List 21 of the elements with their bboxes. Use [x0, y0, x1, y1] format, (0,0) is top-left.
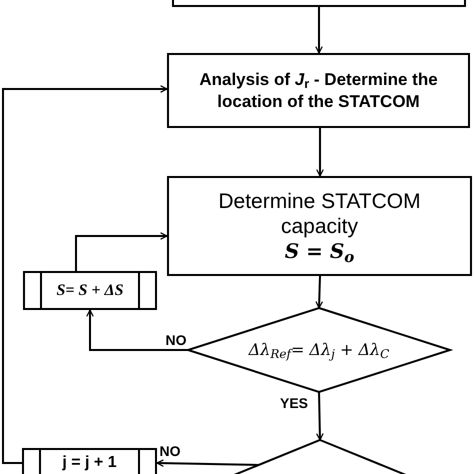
arrow	[316, 128, 324, 177]
arrow	[86, 309, 188, 351]
node-text: Analysis of J$_{r}$ - Determine the location of the STATCOM	[198, 69, 439, 112]
arrow	[2, 85, 168, 464]
arrow	[315, 276, 323, 309]
edge-label: YES	[279, 396, 309, 410]
process-box	[167, 53, 470, 128]
arrow	[156, 459, 260, 467]
edge-label: NO	[164, 333, 188, 347]
predefined-process-box	[22, 448, 157, 474]
node-text: S = S$_{o}$	[284, 239, 354, 264]
arrow	[75, 232, 168, 271]
node-text: j = j + 1	[62, 453, 117, 473]
edge-label: NO	[158, 444, 182, 458]
arrow	[316, 392, 324, 441]
arrow	[315, 7, 323, 54]
node-text: S= S + ΔS	[56, 280, 124, 300]
process-box	[167, 176, 472, 276]
predefined-process-box	[23, 271, 157, 310]
condition-text: Δλ$_{Ref}$= Δλ$_{j}$ + Δλ$_{C}$	[248, 339, 390, 362]
node-text: Determine STATCOM capacity	[217, 188, 422, 240]
